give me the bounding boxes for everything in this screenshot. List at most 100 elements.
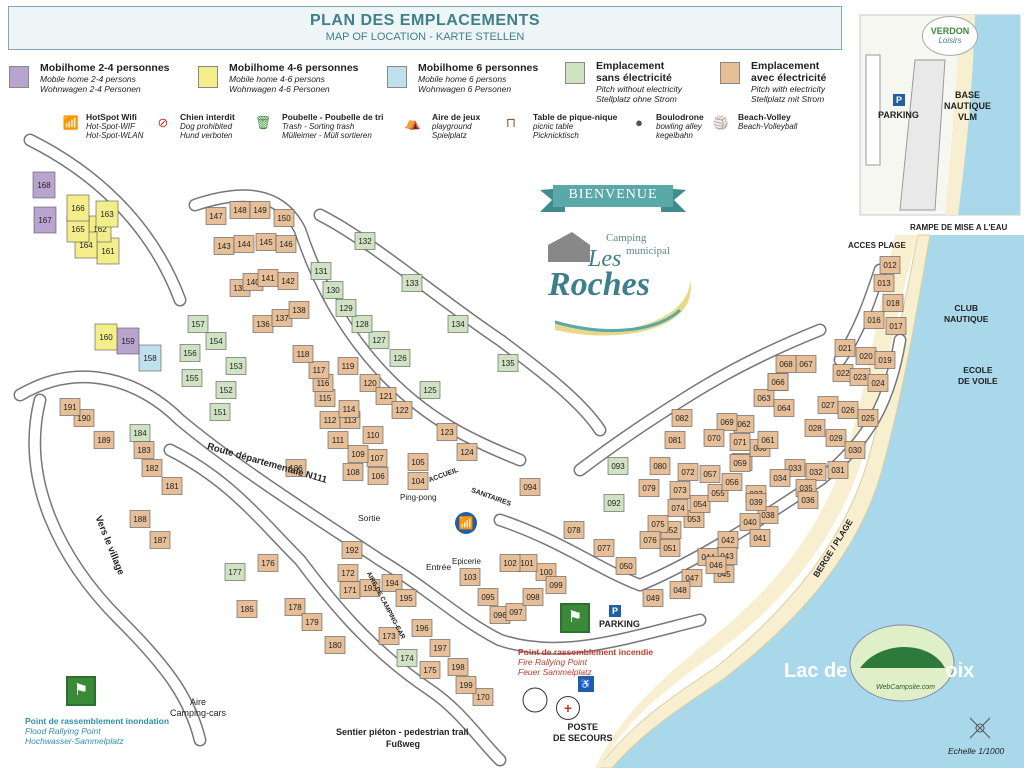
pitch-shape: [804, 419, 826, 437]
pitch-shape: [337, 564, 359, 582]
pitch-shape: [671, 409, 693, 427]
pitch-number: 187: [153, 536, 167, 545]
pitch-shape: [593, 539, 615, 557]
pitch-shape: [472, 688, 494, 706]
pitch-017: 017: [885, 317, 907, 335]
pitch-189: 189: [93, 431, 115, 449]
picnic-table-icon: ⊓: [505, 115, 517, 130]
pitch-number: 185: [240, 605, 254, 614]
pitch-number: 073: [673, 486, 687, 495]
logo-roches: Roches: [548, 266, 650, 303]
pitch-126: 126: [389, 349, 411, 367]
pitch-061: 061: [757, 431, 779, 449]
sortie-label: Sortie: [358, 513, 381, 523]
epicerie-label: Epicerie: [452, 557, 481, 566]
pitch-number: 097: [509, 608, 523, 617]
pitch-145: 145: [255, 233, 277, 251]
pitch-056: 056: [721, 473, 743, 491]
pitch-shape: [149, 531, 171, 549]
pitch-number: 066: [771, 378, 785, 387]
pitch-036: 036: [797, 491, 819, 509]
pitch-number: 103: [463, 573, 477, 582]
pitch-179: 179: [301, 613, 323, 631]
pitch-number: 143: [217, 242, 231, 251]
legend-swatch-elec: [720, 62, 740, 84]
pitch-shape: [179, 344, 201, 362]
pitch-021: 021: [834, 339, 856, 357]
pitch-198: 198: [447, 658, 469, 676]
pitch-141: 141: [257, 269, 279, 287]
pitch-shape: [284, 598, 306, 616]
pitch-181: 181: [161, 477, 183, 495]
pitch-shape: [33, 206, 57, 234]
ecole-voile-label: ECOLE DE VOILE: [958, 365, 998, 386]
pitch-158: 158: [138, 344, 162, 372]
pitch-shape: [642, 589, 664, 607]
pitch-154: 154: [205, 332, 227, 350]
pitch-shape: [359, 579, 381, 597]
pitch-shape: [224, 563, 246, 581]
pitch-shape: [729, 454, 751, 472]
pitch-168: 168: [32, 171, 56, 199]
scale-label: Echelle 1/1000: [948, 746, 1005, 756]
pitch-number: 120: [363, 379, 377, 388]
pitch-number: 151: [213, 408, 227, 417]
pitch-shape: [615, 557, 637, 575]
pitch-number: 100: [539, 568, 553, 577]
pitch-number: 140: [246, 278, 260, 287]
pitch-shape: [338, 400, 360, 418]
pitch-shape: [753, 389, 775, 407]
pitch-number: 122: [395, 406, 409, 415]
pitch-shape: [310, 262, 332, 280]
pitch-shape: [209, 403, 231, 421]
pitch-number: 061: [761, 436, 775, 445]
pitch-016: 016: [863, 311, 885, 329]
pitch-number: 184: [133, 429, 147, 438]
pitch-shape: [273, 209, 295, 227]
pitch-shape: [354, 232, 376, 250]
pitch-079: 079: [638, 479, 660, 497]
pitch-shape: [716, 413, 738, 431]
pitch-number: 121: [379, 392, 393, 401]
legend-swatch-noelec: [565, 62, 585, 84]
rampe-label: RAMPE DE MISE A L'EAU: [910, 223, 1008, 232]
pitch-shape: [519, 478, 541, 496]
pitch-shape: [874, 351, 896, 369]
pitch-018: 018: [882, 294, 904, 312]
sentier-label: Sentier piéton - pedestrian trail: [336, 727, 469, 737]
pitch-number: 053: [687, 515, 701, 524]
pitch-019: 019: [874, 351, 896, 369]
pitch-054: 054: [689, 495, 711, 513]
pitch-041: 041: [749, 529, 771, 547]
pitch-number: 132: [358, 237, 372, 246]
pitch-number: 077: [597, 544, 611, 553]
pitch-149: 149: [249, 201, 271, 219]
pitch-shape: [667, 499, 689, 517]
pitch-shape: [721, 473, 743, 491]
pitch-number: 113: [344, 416, 357, 425]
pitch-number: 076: [643, 536, 657, 545]
pitch-shape: [94, 323, 118, 351]
pitch-number: 074: [671, 504, 685, 513]
pitch-170: 170: [472, 688, 494, 706]
pitch-shape: [729, 433, 751, 451]
pitch-109: 109: [347, 445, 369, 463]
pitch-177: 177: [224, 563, 246, 581]
pitch-025: 025: [857, 409, 879, 427]
pitch-number: 025: [861, 414, 875, 423]
pitch-number: 158: [143, 354, 157, 363]
pitch-number: 072: [681, 468, 695, 477]
pitch-number: 191: [63, 403, 77, 412]
pitch-142: 142: [277, 272, 299, 290]
pitch-shape: [59, 398, 81, 416]
pitch-shape: [436, 423, 458, 441]
pitch-098: 098: [522, 588, 544, 606]
pitch-073: 073: [669, 481, 691, 499]
pitch-number: 174: [400, 654, 414, 663]
pitch-shape: [347, 445, 369, 463]
pitch-number: 168: [37, 181, 51, 190]
pitch-046: 046: [705, 556, 727, 574]
pitch-146: 146: [275, 235, 297, 253]
